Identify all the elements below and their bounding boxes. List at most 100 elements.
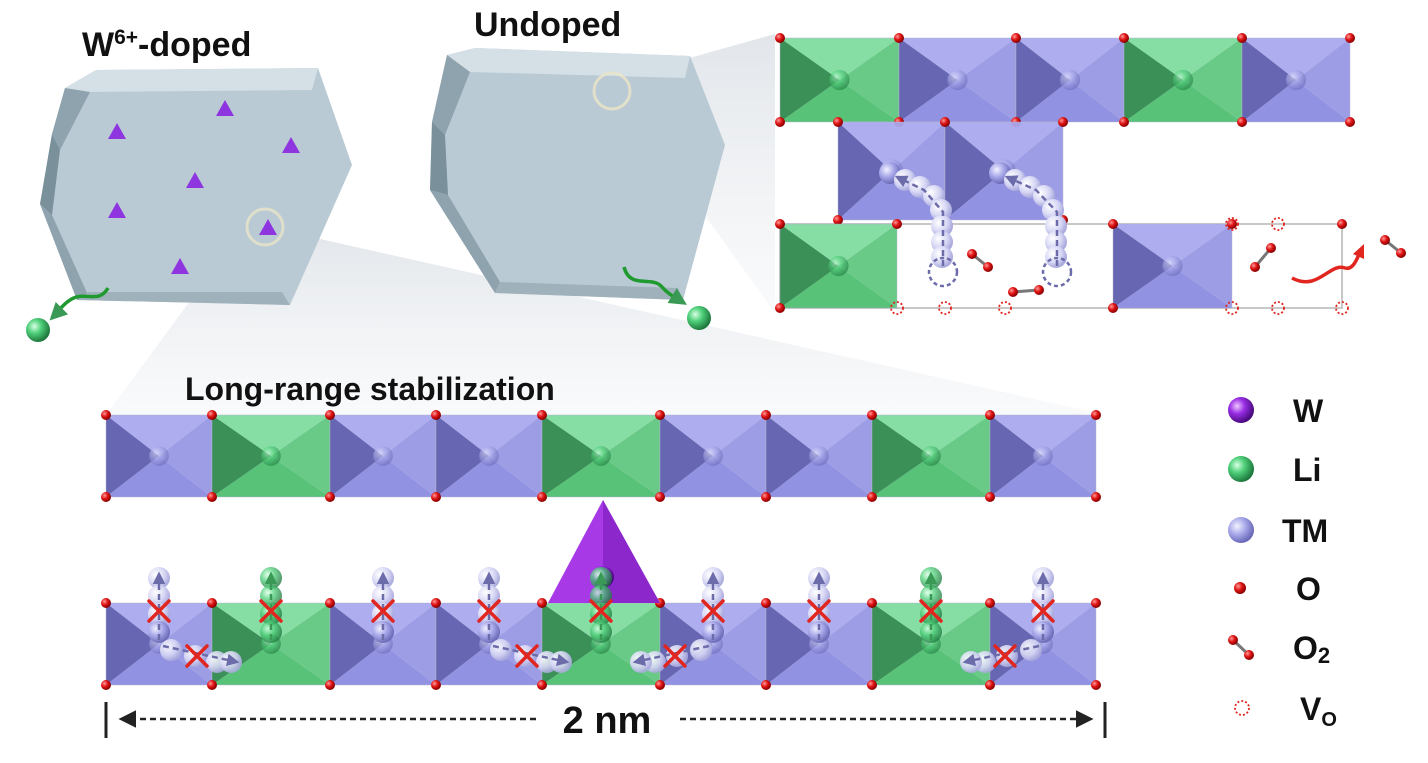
oxygen-atom: [101, 410, 111, 420]
oxygen-atom: [101, 598, 111, 608]
oxygen-vacancies: [890, 217, 1349, 315]
stabilization-title: Long-range stabilization: [185, 371, 555, 407]
tm-octahedron: [765, 602, 873, 686]
oxygen-atom: [1119, 33, 1129, 43]
legend-item-o: O: [1234, 571, 1321, 607]
vacancy-swatch: [1234, 700, 1250, 716]
oxygen-atom: [892, 219, 902, 229]
oxygen-atom: [1108, 219, 1118, 229]
tm-atom: [809, 446, 829, 466]
blocked-path-x: [807, 599, 831, 623]
legend-label-w: W: [1293, 393, 1324, 429]
doped-li-release-arrow: [49, 286, 110, 321]
vertical-migration-column: [260, 567, 282, 643]
doped-zoom-beam: [106, 225, 1106, 415]
vertical-migration-column: [702, 567, 724, 643]
tm-atom: [703, 446, 723, 466]
blocked-path-x: [185, 644, 209, 668]
oxygen-atom: [431, 492, 441, 502]
legend-item-w: W: [1228, 393, 1324, 429]
tm-atom: [1059, 69, 1081, 91]
tm-atom: [947, 69, 968, 91]
legend-label-o2: O2: [1293, 630, 1330, 668]
oxygen-atom: [655, 680, 665, 690]
tm-atom: [1033, 446, 1053, 466]
tm-octahedron: [659, 414, 767, 498]
li-atom: [829, 69, 850, 91]
oxygen-atom: [1237, 117, 1247, 127]
blocked-path-x: [701, 599, 725, 623]
tm-octahedron: [898, 37, 1017, 123]
li-atom: [1172, 69, 1194, 91]
oxygen-atom: [1108, 303, 1118, 313]
blocked-path-x: [259, 599, 283, 623]
oxygen-atom: [537, 492, 547, 502]
doped-zoom-circle: [245, 207, 285, 247]
w-dopant-marker: [171, 258, 189, 274]
oxygen-atom: [761, 492, 771, 502]
w-dopant-marker: [108, 123, 126, 139]
oxygen-atom: [775, 219, 785, 229]
li-atom: [921, 446, 941, 466]
li-atom: [828, 255, 849, 277]
oxygen-atom: [985, 492, 995, 502]
oxygen-atom: [775, 33, 785, 43]
oxygen-atom: [207, 410, 217, 420]
oxygen-atom: [431, 680, 441, 690]
li-octahedron: [779, 37, 900, 123]
tm-octahedron: [1112, 223, 1233, 309]
oxygen-atom: [1237, 33, 1247, 43]
undoped-structure-inset: [775, 33, 1406, 315]
oxygen-atom: [867, 598, 877, 608]
tm-octahedron: [765, 414, 873, 498]
li-octahedron: [1123, 37, 1243, 123]
oxygen-release-arrow: [1291, 251, 1362, 284]
tm-atom: [1162, 255, 1183, 277]
w-dopant-marker: [282, 137, 300, 153]
o2-molecule: [1380, 235, 1406, 258]
released-li-ion: [26, 318, 50, 342]
tm-octahedron: [989, 414, 1097, 498]
tm-migration-chain: [989, 162, 1073, 288]
li-octahedron: [871, 414, 991, 498]
blocked-path-x: [515, 644, 539, 668]
blocked-path-x: [1031, 599, 1055, 623]
legend-label-o: O: [1296, 571, 1321, 607]
legend-item-o2: O2: [1228, 630, 1330, 668]
oxygen-atom: [207, 492, 217, 502]
tm-atom: [1285, 69, 1307, 91]
oxygen-atom: [761, 598, 771, 608]
tm-octahedron: [944, 121, 1064, 221]
o2-molecule: [1250, 243, 1276, 272]
inset-bottom-layer: [775, 219, 1347, 313]
legend-label-vo: VO: [1300, 691, 1337, 731]
w-dopant-marker: [186, 172, 204, 188]
lattice-top-row: [101, 410, 1101, 502]
legend-item-vo: VO: [1234, 691, 1337, 731]
undoped-particle-body: [430, 48, 725, 300]
oxygen-atom: [1091, 492, 1101, 502]
li-atom: [591, 446, 611, 466]
vertical-migration-column: [1032, 567, 1054, 643]
legend: W Li TM O O2 VO: [1228, 393, 1337, 731]
vertical-migration-column: [372, 567, 394, 643]
tm-atom: [479, 446, 499, 466]
tm-atom: [373, 446, 393, 466]
tm-octahedron: [1015, 37, 1125, 123]
oxygen-atom: [867, 492, 877, 502]
w-dopant-marker: [108, 202, 126, 218]
oxygen-atom: [1011, 33, 1021, 43]
oxygen-atom: [761, 680, 771, 690]
oxygen-atom: [325, 598, 335, 608]
tm-migration-chain: [879, 162, 959, 288]
w-dopant-marker: [259, 219, 277, 235]
li-octahedron: [541, 414, 661, 498]
oxygen-atom: [833, 117, 843, 127]
tm-atom-swatch: [1228, 517, 1254, 543]
legend-item-tm: TM: [1228, 513, 1328, 549]
li-atom: [261, 446, 281, 466]
oxygen-atom: [867, 680, 877, 690]
oxygen-atom: [325, 410, 335, 420]
vertical-migration-column: [808, 567, 830, 643]
